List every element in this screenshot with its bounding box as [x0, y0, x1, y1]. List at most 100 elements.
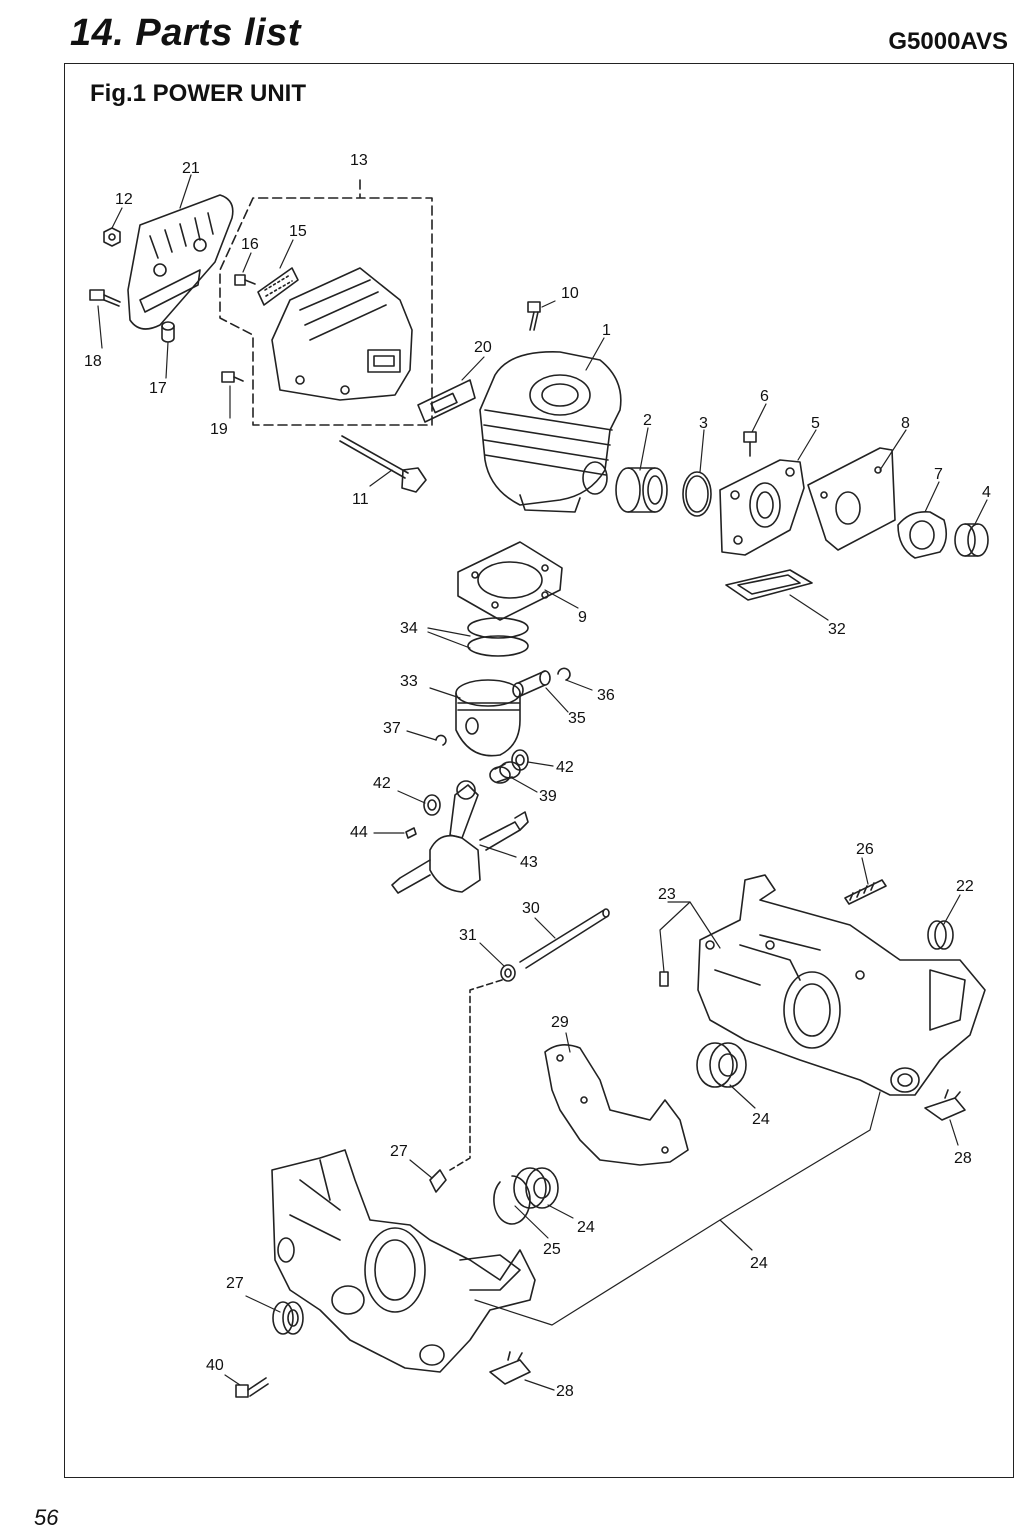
crankcase-half-left	[271, 1149, 536, 1373]
muffler-gasket	[417, 379, 476, 423]
callout-number: 28	[954, 1150, 972, 1167]
callout-number: 3	[699, 415, 708, 432]
insulator-plate	[719, 459, 805, 556]
bushing	[954, 523, 989, 557]
oil-seal	[927, 920, 954, 950]
cylinder-base-gasket	[457, 541, 563, 621]
clamp	[500, 964, 516, 982]
callout-number: 24	[752, 1111, 770, 1128]
figure-title: Fig.1 POWER UNIT	[90, 80, 306, 107]
gasket	[807, 447, 896, 551]
section-title: 14. Parts list	[70, 12, 301, 54]
callout-number: 20	[474, 339, 492, 356]
callout-number: 22	[956, 878, 974, 895]
ball-bearing	[513, 1167, 559, 1209]
piston-pin	[512, 670, 551, 698]
callout-number: 6	[760, 388, 769, 405]
callout-number: 1	[602, 322, 611, 339]
screw	[743, 431, 757, 457]
muffler-group-bracket	[219, 179, 433, 426]
leader-lines	[97, 174, 988, 1391]
muffler-body	[271, 267, 413, 401]
thrust-washer	[511, 749, 529, 771]
callout-number: 16	[241, 236, 259, 253]
bolt	[221, 371, 244, 383]
callout-number: 19	[210, 421, 228, 438]
callout-number: 42	[556, 759, 574, 776]
callout-number: 34	[400, 620, 418, 637]
callout-number: 27	[390, 1143, 408, 1160]
callout-number: 18	[84, 353, 102, 370]
piston-rings	[467, 617, 529, 657]
callout-number: 43	[520, 854, 538, 871]
cylinder	[479, 351, 622, 513]
snap-ring	[493, 1175, 531, 1225]
callout-number: 35	[568, 710, 586, 727]
spark-arrester-screen	[257, 267, 299, 306]
callout-number: 24	[577, 1219, 595, 1236]
circlip	[435, 734, 447, 746]
callout-number: 23	[658, 886, 676, 903]
o-ring	[682, 471, 712, 517]
bracket	[924, 1089, 966, 1121]
callout-number: 40	[206, 1357, 224, 1374]
callout-number: 10	[561, 285, 579, 302]
callout-number: 26	[856, 841, 874, 858]
ball-bearing	[696, 1042, 747, 1088]
flange	[897, 510, 948, 559]
nipple	[429, 1169, 447, 1193]
callout-number: 33	[400, 673, 418, 690]
crankcase-gasket	[544, 1044, 689, 1166]
callout-number: 2	[643, 412, 652, 429]
figure-frame	[64, 63, 1014, 1478]
callout-number: 9	[578, 609, 587, 626]
callout-number: 8	[901, 415, 910, 432]
circlip	[557, 667, 571, 681]
callout-number: 37	[383, 720, 401, 737]
dowel-pin	[659, 971, 669, 987]
callout-number: 13	[350, 152, 368, 169]
crankcase-half-right	[697, 874, 986, 1096]
callout-number: 7	[934, 466, 943, 483]
callout-number: 29	[551, 1014, 569, 1031]
intake-pipe	[615, 467, 668, 513]
callout-number: 32	[828, 621, 846, 638]
callout-number: 11	[352, 491, 369, 508]
thrust-washer	[423, 794, 441, 816]
impulse-tube	[519, 908, 610, 969]
callout-number: 12	[115, 191, 133, 208]
callout-number: 15	[289, 223, 307, 240]
callout-number: 24	[750, 1255, 768, 1272]
callout-number: 30	[522, 900, 540, 917]
key	[405, 827, 417, 839]
callout-number: 42	[373, 775, 391, 792]
crankshaft	[391, 780, 529, 894]
callout-number: 17	[149, 380, 167, 397]
callout-number: 28	[556, 1383, 574, 1400]
callout-number: 36	[597, 687, 615, 704]
callout-number: 27	[226, 1275, 244, 1292]
callout-labels: 21 13 12 16 15 10 1 20 18 17 19 11 2 3 6…	[84, 152, 991, 1400]
oil-seal	[272, 1301, 304, 1335]
page-number: 56	[34, 1505, 59, 1530]
callout-number: 21	[182, 160, 200, 177]
callout-number: 39	[539, 788, 557, 805]
callout-number: 5	[811, 415, 820, 432]
long-bolt	[339, 435, 427, 493]
nut	[103, 227, 121, 247]
needle-bearing	[489, 761, 521, 784]
gasket	[725, 569, 813, 601]
model-name: G5000AVS	[888, 28, 1008, 55]
callout-number: 4	[982, 484, 991, 501]
spacer	[161, 321, 175, 343]
stud-bolt	[844, 879, 887, 905]
bracket	[489, 1351, 531, 1385]
callout-number: 44	[350, 824, 368, 841]
routing-line	[449, 979, 503, 1171]
muffler-cover	[127, 194, 234, 330]
piston	[455, 679, 521, 757]
screw	[234, 274, 256, 286]
callout-number: 25	[543, 1241, 561, 1258]
callout-number: 31	[459, 927, 477, 944]
